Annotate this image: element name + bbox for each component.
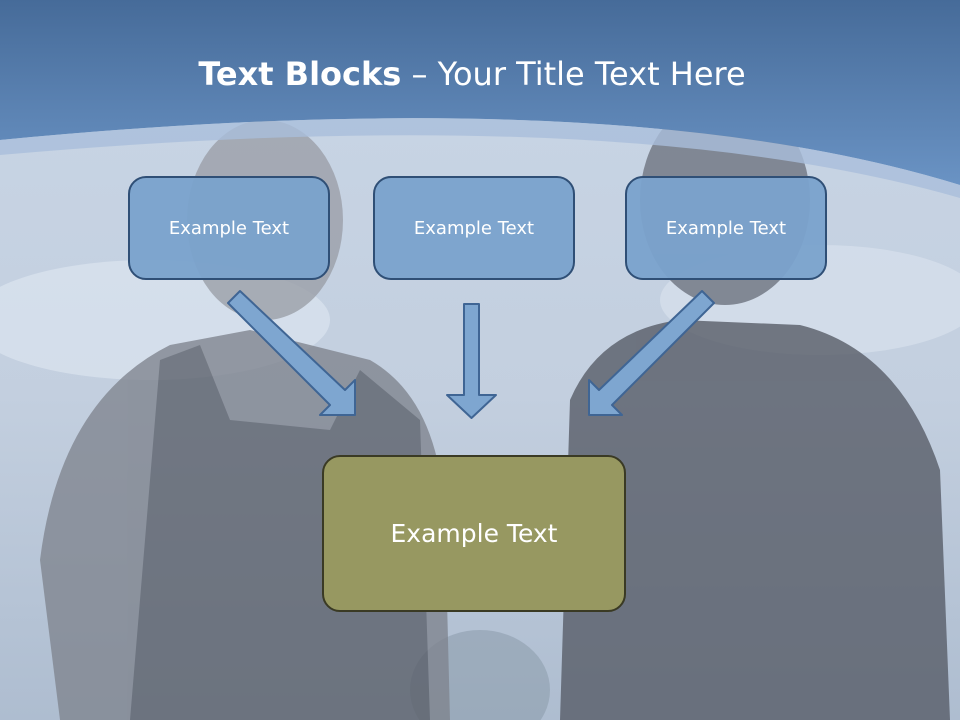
runner-left-silhouette — [40, 120, 450, 720]
text-block-target: Example Text — [322, 455, 626, 612]
text-block-left: Example Text — [128, 176, 330, 280]
arrow-center-to-target-icon — [446, 303, 497, 419]
text-block-right: Example Text — [625, 176, 827, 280]
arrow-right-to-target-icon — [588, 290, 715, 416]
title-rest: – Your Title Text Here — [401, 55, 746, 93]
text-block-left-label: Example Text — [168, 217, 290, 239]
slide-title: Text Blocks – Your Title Text Here — [0, 52, 944, 96]
text-block-right-label: Example Text — [665, 217, 787, 239]
arrow-left-to-target-icon — [227, 290, 356, 416]
text-block-center: Example Text — [373, 176, 575, 280]
text-block-target-label: Example Text — [390, 519, 558, 548]
title-bold: Text Blocks — [198, 55, 402, 93]
text-block-center-label: Example Text — [413, 217, 535, 239]
